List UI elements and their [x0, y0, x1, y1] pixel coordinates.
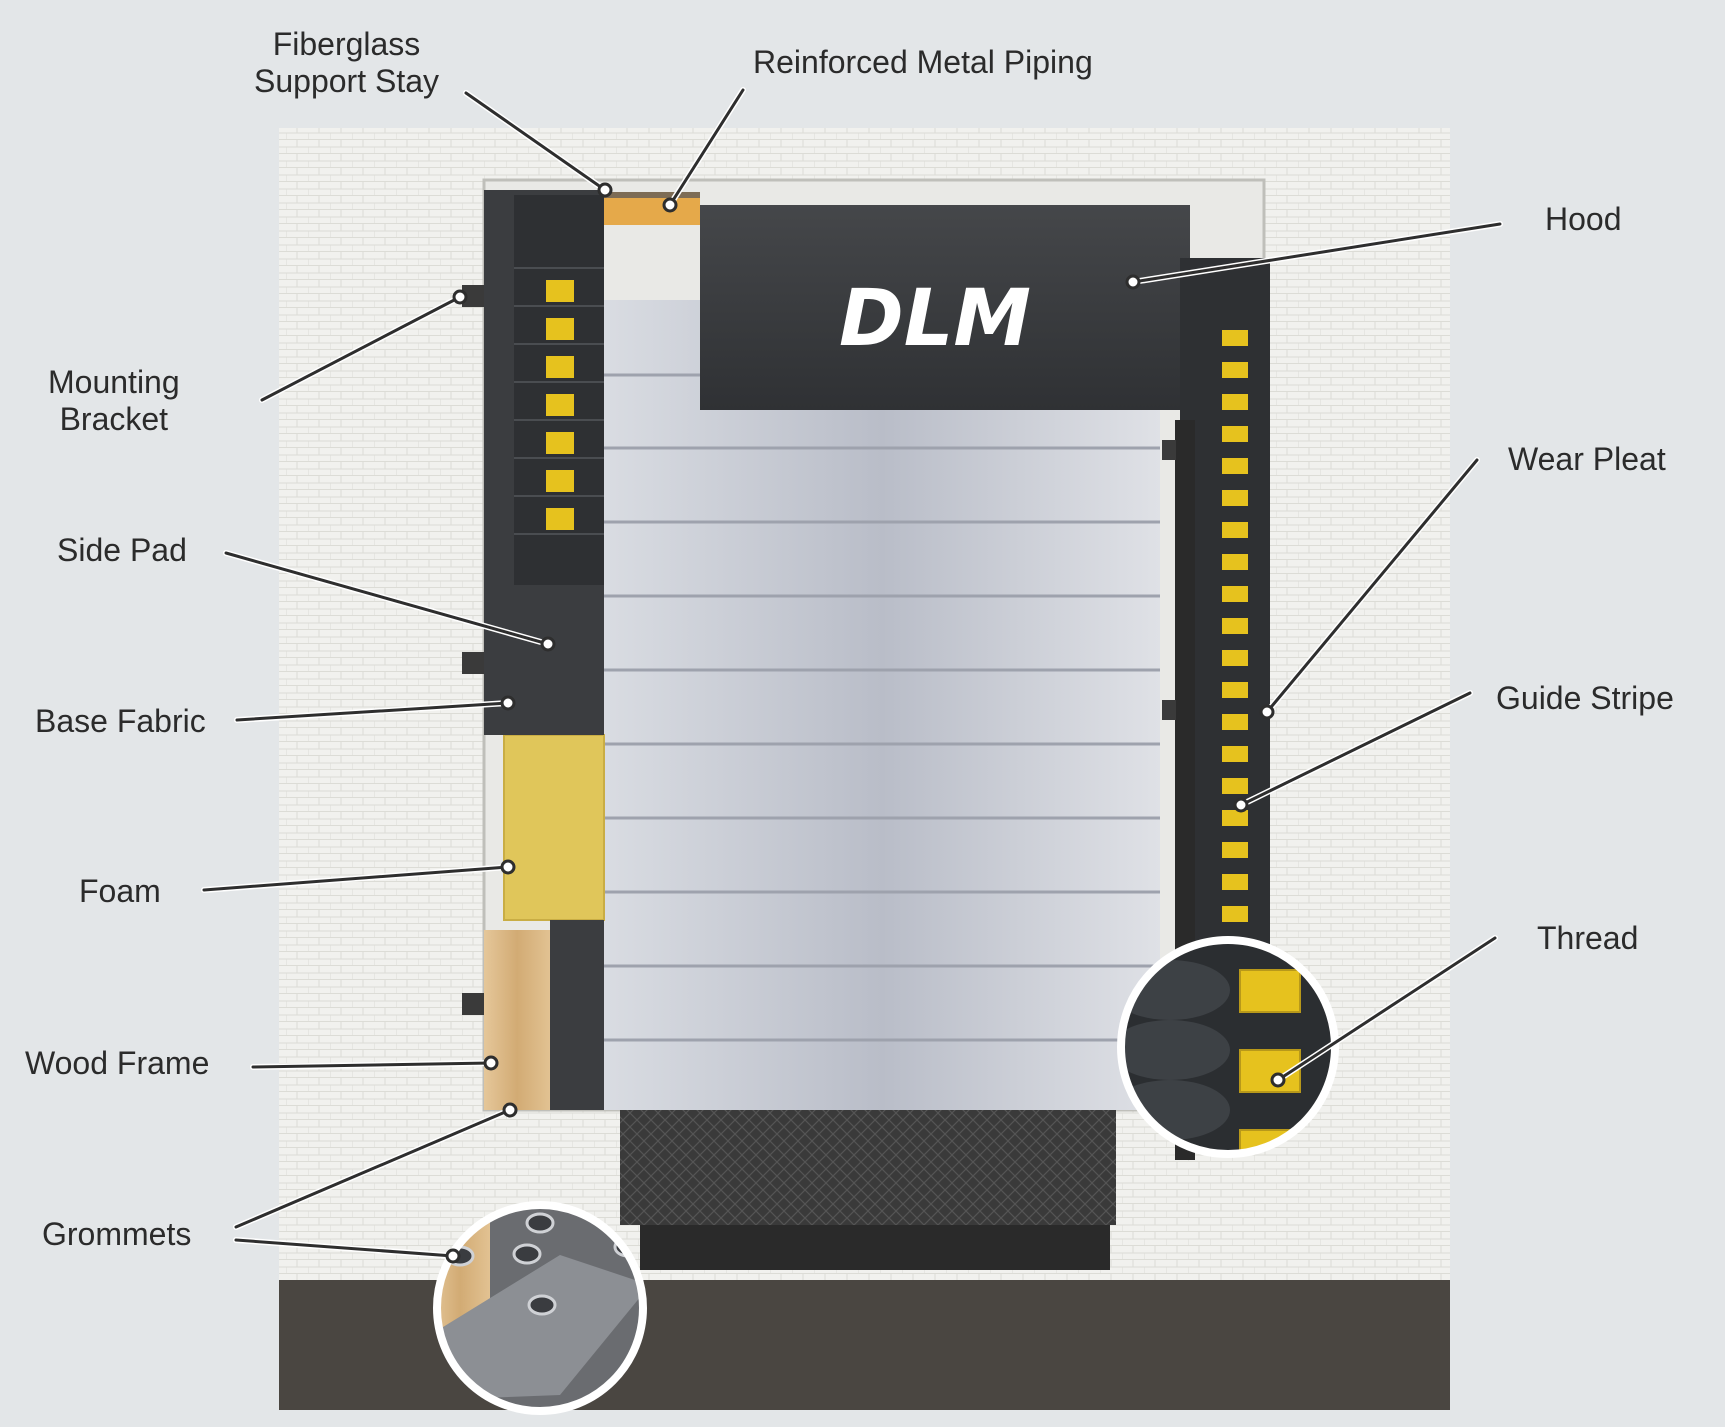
- fiberglass-stay: [604, 195, 700, 225]
- left-wear-pleats: [514, 195, 604, 585]
- wood-frame: [484, 930, 550, 1110]
- label-side-pad: Side Pad: [57, 532, 187, 568]
- mounting-brackets: [462, 285, 1176, 1015]
- label-mounting-bracket: Mounting Bracket: [48, 364, 180, 437]
- label-wood-frame: Wood Frame: [25, 1045, 210, 1081]
- label-grommets: Grommets: [42, 1216, 192, 1252]
- leader-lines: [202, 88, 1502, 1258]
- grommets-zoom-ring: [433, 1201, 647, 1415]
- dock-leveler: [620, 1110, 1116, 1225]
- foam-block: [503, 734, 605, 921]
- left-pad-lower: [550, 920, 604, 1110]
- label-hood: Hood: [1545, 201, 1622, 237]
- overhead-door: [604, 300, 1160, 1110]
- label-thread: Thread: [1537, 920, 1639, 956]
- hood: [700, 205, 1190, 410]
- thread-zoom: [1121, 940, 1335, 1154]
- label-wear-pleat: Wear Pleat: [1508, 441, 1666, 477]
- thread-zoom-ring: [1117, 936, 1339, 1158]
- label-guide-stripe: Guide Stripe: [1496, 680, 1674, 716]
- label-fiberglass-stay: Fiberglass Support Stay: [254, 26, 439, 99]
- leader-dots: [445, 182, 1286, 1264]
- label-foam: Foam: [79, 873, 161, 909]
- label-base-fabric: Base Fabric: [35, 703, 206, 739]
- dlm-logo: DLM: [839, 274, 1031, 364]
- label-metal-piping: Reinforced Metal Piping: [753, 44, 1093, 80]
- metal-piping: [604, 192, 700, 198]
- leveler-pit: [640, 1225, 1110, 1270]
